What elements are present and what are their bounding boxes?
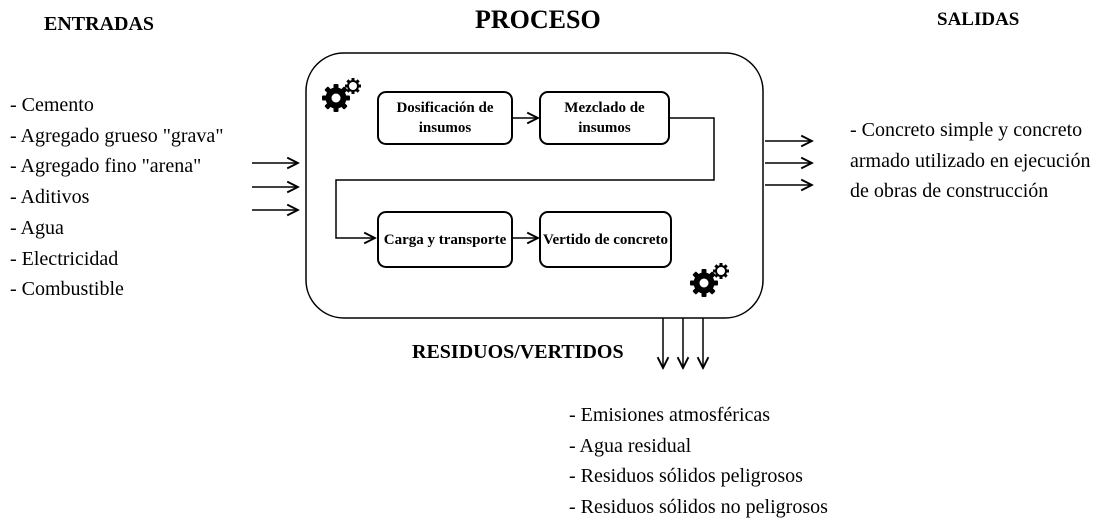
list-item: - Combustible [10,274,223,305]
list-item: - Electricidad [10,244,223,275]
step-mezclado: Mezclado de insumos [539,91,670,145]
waste-arrows [663,318,703,368]
list-item: - Agua [10,213,223,244]
list-item: - Agregado fino "arena" [10,151,223,182]
list-item: - Residuos sólidos no peligrosos [569,492,828,522]
salidas-text: - Concreto simple y concreto armado util… [850,115,1100,207]
residuos-heading: RESIDUOS/VERTIDOS [412,341,624,364]
salidas-heading: SALIDAS [937,9,1019,31]
input-arrows [252,163,298,210]
list-item: - Cemento [10,90,223,121]
entradas-list: - Cemento - Agregado grueso "grava" - Ag… [10,90,223,305]
list-item: - Residuos sólidos peligrosos [569,461,828,492]
step-carga-transporte: Carga y transporte [377,211,513,268]
entradas-heading: ENTRADAS [44,13,154,36]
list-item: - Emisiones atmosféricas [569,400,828,431]
output-arrows [765,141,812,185]
process-container [306,53,763,318]
list-item: - Agua residual [569,431,828,462]
gears-icon [690,263,729,297]
list-item: - Agregado grueso "grava" [10,121,223,152]
proceso-heading: PROCESO [475,5,601,35]
step-vertido: Vertido de concreto [539,211,672,268]
list-item: - Aditivos [10,182,223,213]
residuos-list: - Emisiones atmosféricas - Agua residual… [569,400,828,522]
gears-icon [322,78,361,112]
step-dosificacion: Dosificación de insumos [377,91,513,145]
